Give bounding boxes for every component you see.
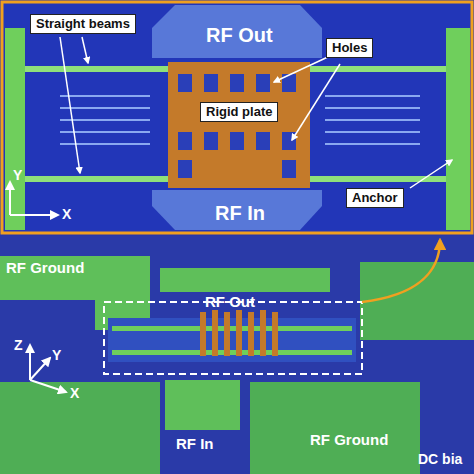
rf-out-pad [152, 5, 322, 58]
axes [30, 345, 66, 392]
beam [112, 326, 352, 331]
rf-ground-pad [360, 262, 474, 340]
part-label: RF Out [206, 24, 273, 46]
part-label: RF Ground [310, 432, 388, 449]
callout-box: Holes [326, 38, 373, 58]
zoom-panel [2, 2, 472, 233]
rf-ground-pad [0, 382, 160, 474]
profile-ground [0, 236, 474, 474]
part-label: Y [52, 348, 61, 363]
zoom-arrow [362, 240, 440, 302]
part-label: RF Ground [6, 260, 84, 277]
zoom-box [104, 302, 362, 374]
callout-label: Straight beams [36, 16, 130, 32]
rigid-plate [168, 62, 310, 188]
beam [112, 350, 352, 355]
device [108, 318, 356, 362]
callout-box: Rigid plate [200, 102, 278, 122]
part-label: X [70, 386, 79, 401]
rf-in-pad [152, 190, 322, 230]
callout-label: Holes [332, 40, 367, 56]
callout-box: Anchor [346, 188, 404, 208]
part-label: DC bia [418, 452, 462, 467]
leader-lines [60, 37, 452, 188]
plate-fingers [200, 310, 278, 356]
rf-ground-pad [250, 382, 420, 474]
callout-label: Anchor [352, 190, 398, 206]
part-label: RF In [215, 202, 265, 224]
right-anchor [446, 28, 470, 230]
left-anchor [5, 28, 25, 230]
part-label: X [62, 207, 71, 222]
rf-in-pad [165, 380, 240, 430]
rf-out-pad [160, 268, 330, 292]
part-label: RF In [176, 436, 214, 453]
part-label: RF Out [205, 294, 255, 311]
part-label: Y [13, 168, 22, 183]
plate-holes [178, 74, 296, 178]
part-label: Z [14, 338, 23, 353]
callout-label: Rigid plate [206, 104, 272, 120]
callout-box: Straight beams [30, 14, 136, 34]
axes [10, 182, 58, 215]
